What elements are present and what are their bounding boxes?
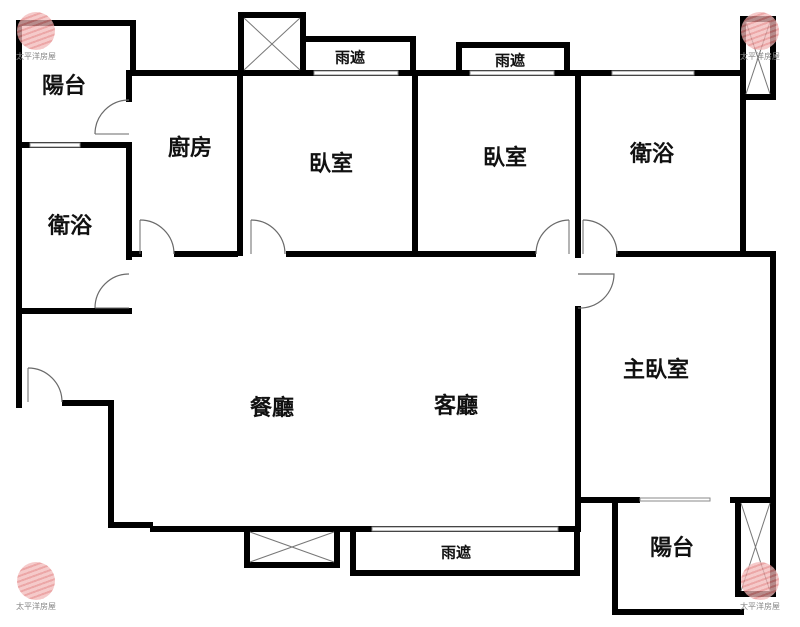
room-label-bathroom-ne: 衛浴 [629,142,675,167]
walls [16,12,776,615]
room-label-bathroom-w: 衛浴 [47,214,93,239]
room-label-canopy-bottom: 雨遮 [440,543,472,562]
watermark-text: 太平洋房屋 [740,602,780,611]
room-label-balcony-se: 陽台 [649,536,695,561]
watermark-bottom-left: 太平洋房屋 [12,562,60,612]
room-label-dining: 餐廳 [249,396,295,421]
room-label-master-bedroom: 主臥室 [622,358,690,383]
room-label-living: 客廳 [433,394,479,419]
room-label-bedroom-1: 臥室 [308,152,354,177]
watermark-text: 太平洋房屋 [16,52,56,61]
doors [27,99,618,403]
watermark-logo-icon [17,12,55,50]
watermark-logo-icon [17,562,55,600]
watermark-bottom-right: 太平洋房屋 [736,562,784,612]
watermark-top-left: 太平洋房屋 [12,12,60,62]
shafts [243,17,771,592]
watermark-logo-icon [741,562,779,600]
room-label-canopy-top-left: 雨遮 [334,48,366,67]
room-label-canopy-top-right: 雨遮 [494,51,526,70]
room-label-balcony-nw: 陽台 [41,74,87,99]
windows [29,70,711,532]
watermark-text: 太平洋房屋 [16,602,56,611]
watermark-top-right: 太平洋房屋 [736,12,784,62]
watermark-text: 太平洋房屋 [740,52,780,61]
room-label-bedroom-2: 臥室 [482,146,528,171]
watermark-logo-icon [741,12,779,50]
room-label-kitchen: 廚房 [167,136,213,161]
